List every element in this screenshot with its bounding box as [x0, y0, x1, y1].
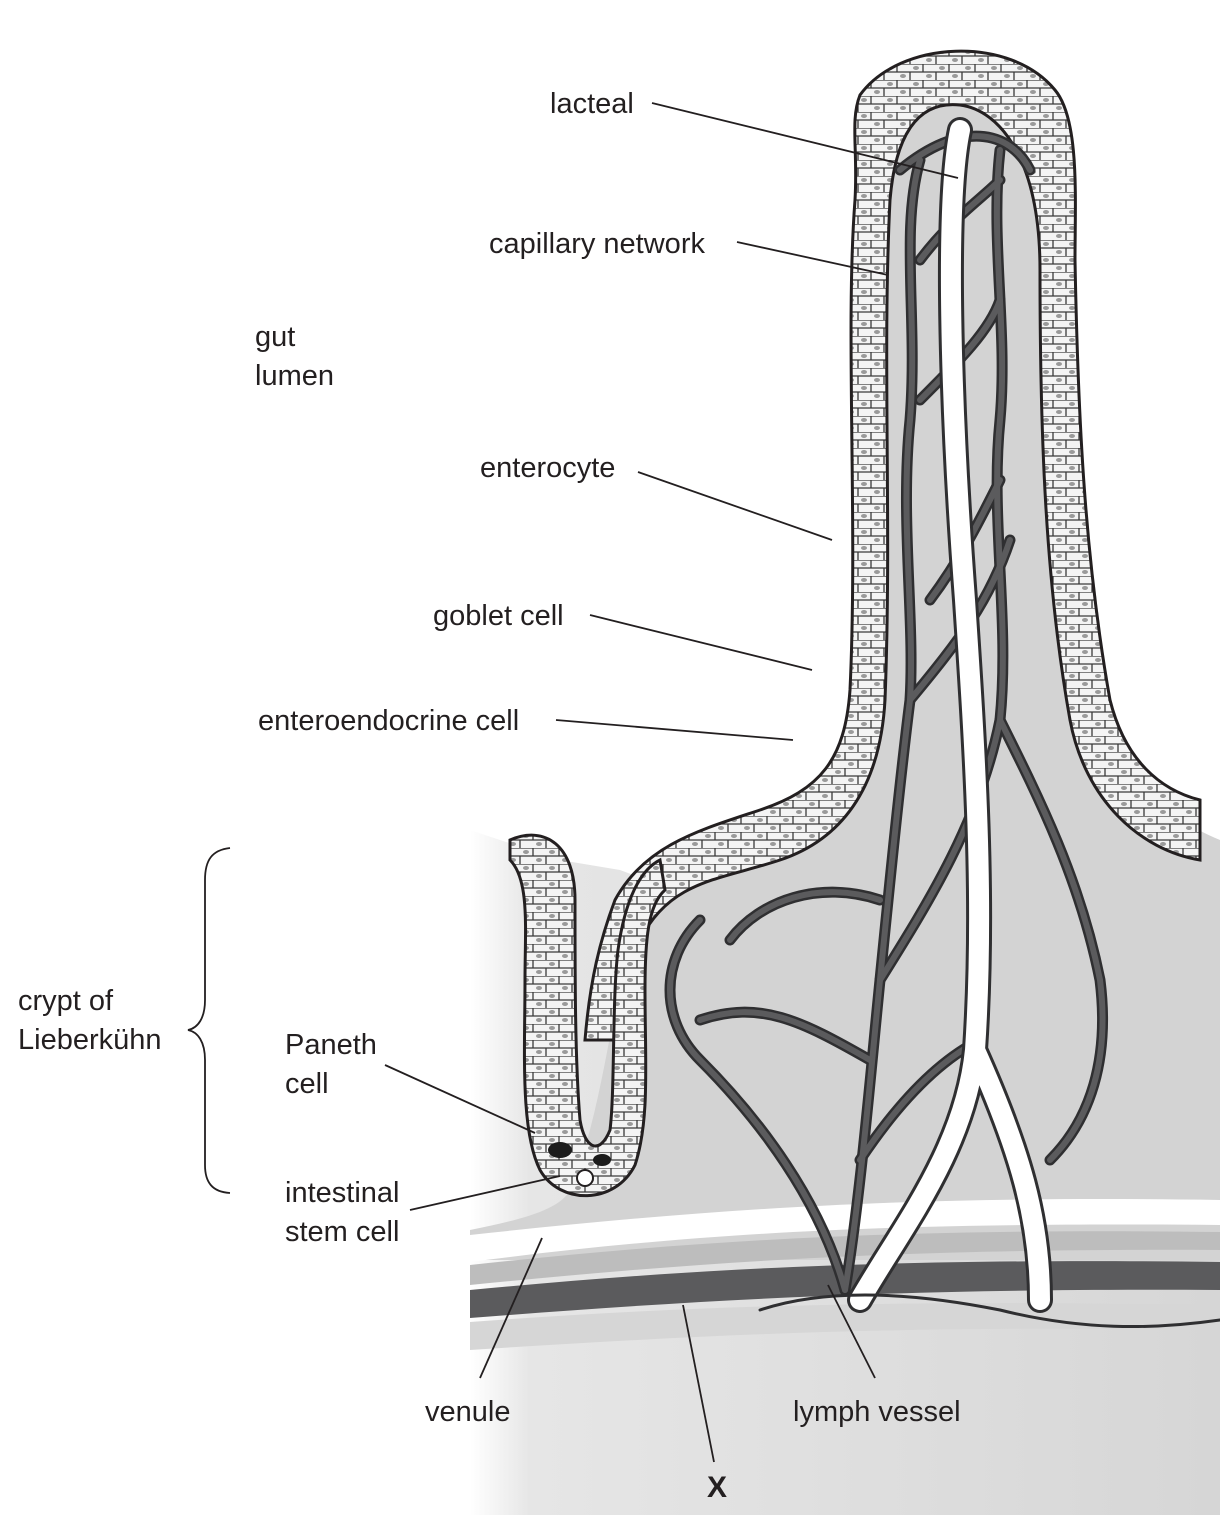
label-crypt-2: Lieberkühn [18, 1024, 162, 1056]
label-gut-lumen-1: gut [255, 321, 295, 353]
paneth-cell [548, 1142, 572, 1158]
label-paneth-2: cell [285, 1068, 329, 1100]
intestinal-stem-cell [577, 1170, 593, 1186]
label-capillary-network: capillary network [489, 228, 705, 260]
label-crypt-1: crypt of [18, 985, 114, 1017]
crypt-brace [188, 848, 230, 1193]
label-gut-lumen-2: lumen [255, 360, 334, 392]
label-stem-2: stem cell [285, 1216, 399, 1248]
label-stem-1: intestinal [285, 1177, 399, 1209]
label-enteroendocrine-cell: enteroendocrine cell [258, 705, 519, 737]
label-venule: venule [425, 1396, 510, 1428]
label-lymph-vessel: lymph vessel [793, 1396, 961, 1428]
label-goblet-cell: goblet cell [433, 600, 564, 632]
label-paneth-1: Paneth [285, 1029, 377, 1061]
label-lacteal: lacteal [550, 88, 634, 120]
label-enterocyte: enterocyte [480, 452, 615, 484]
label-x: X [707, 1471, 727, 1504]
